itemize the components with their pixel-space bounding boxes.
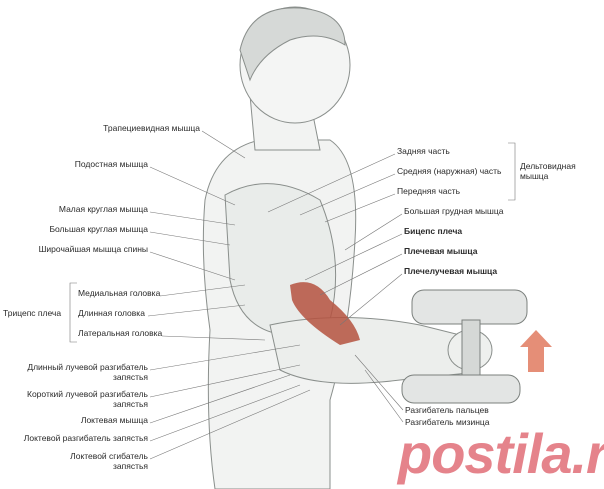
- label-brachioradialis: Плечелучевая мышца: [404, 266, 498, 276]
- label-teres-major: Большая круглая мышца: [49, 224, 148, 234]
- leader-lines: [69, 130, 516, 460]
- hair: [239, 7, 346, 82]
- label-ext-digitorum: Разгибатель пальцев: [405, 405, 489, 415]
- label-ecu: Локтевой разгибатель запястья: [23, 433, 148, 443]
- label-deltoid-middle: Средняя (наружная) часть: [397, 166, 502, 176]
- label-anconeus: Локтевая мышца: [80, 415, 148, 425]
- label-triceps-long: Длинная головка: [78, 308, 145, 318]
- label-ecrb-line2: запястья: [112, 399, 148, 409]
- up-arrow-icon: [520, 330, 552, 372]
- label-biceps: Бицепс плеча: [404, 226, 463, 236]
- label-fcu-line1: Локтевой сгибатель: [70, 451, 148, 461]
- label-deltoid-posterior: Задняя часть: [397, 146, 450, 156]
- dumbbell: [401, 289, 528, 404]
- label-fcu-line2: запястья: [112, 461, 148, 471]
- brachioradialis-highlight: [290, 282, 360, 345]
- label-ext-digiti-minimi: Разгибатель мизинца: [405, 417, 490, 427]
- watermark-logo: postila.ru: [398, 422, 604, 485]
- label-teres-minor: Малая круглая мышца: [58, 204, 148, 214]
- label-triceps-medial: Медиальная головка: [78, 288, 161, 298]
- label-deltoid-anterior: Передняя часть: [397, 186, 461, 196]
- label-ecrb-line1: Короткий лучевой разгибатель: [27, 389, 148, 399]
- label-infraspinatus: Подостная мышца: [74, 159, 148, 169]
- label-trapezius: Трапециевидная мышца: [103, 123, 200, 133]
- label-triceps-lateral: Латеральная головка: [78, 328, 163, 338]
- label-ecrl-line2: запястья: [112, 372, 148, 382]
- label-pectoralis: Большая грудная мышца: [404, 206, 504, 216]
- label-deltoid: Дельтовидная мышца: [520, 161, 576, 181]
- label-ecrl-line1: Длинный лучевой разгибатель: [27, 362, 148, 372]
- label-brachialis: Плечевая мышца: [404, 246, 478, 256]
- label-triceps: Трицепс плеча: [3, 308, 62, 318]
- label-latissimus: Широчайшая мышца спины: [38, 244, 148, 254]
